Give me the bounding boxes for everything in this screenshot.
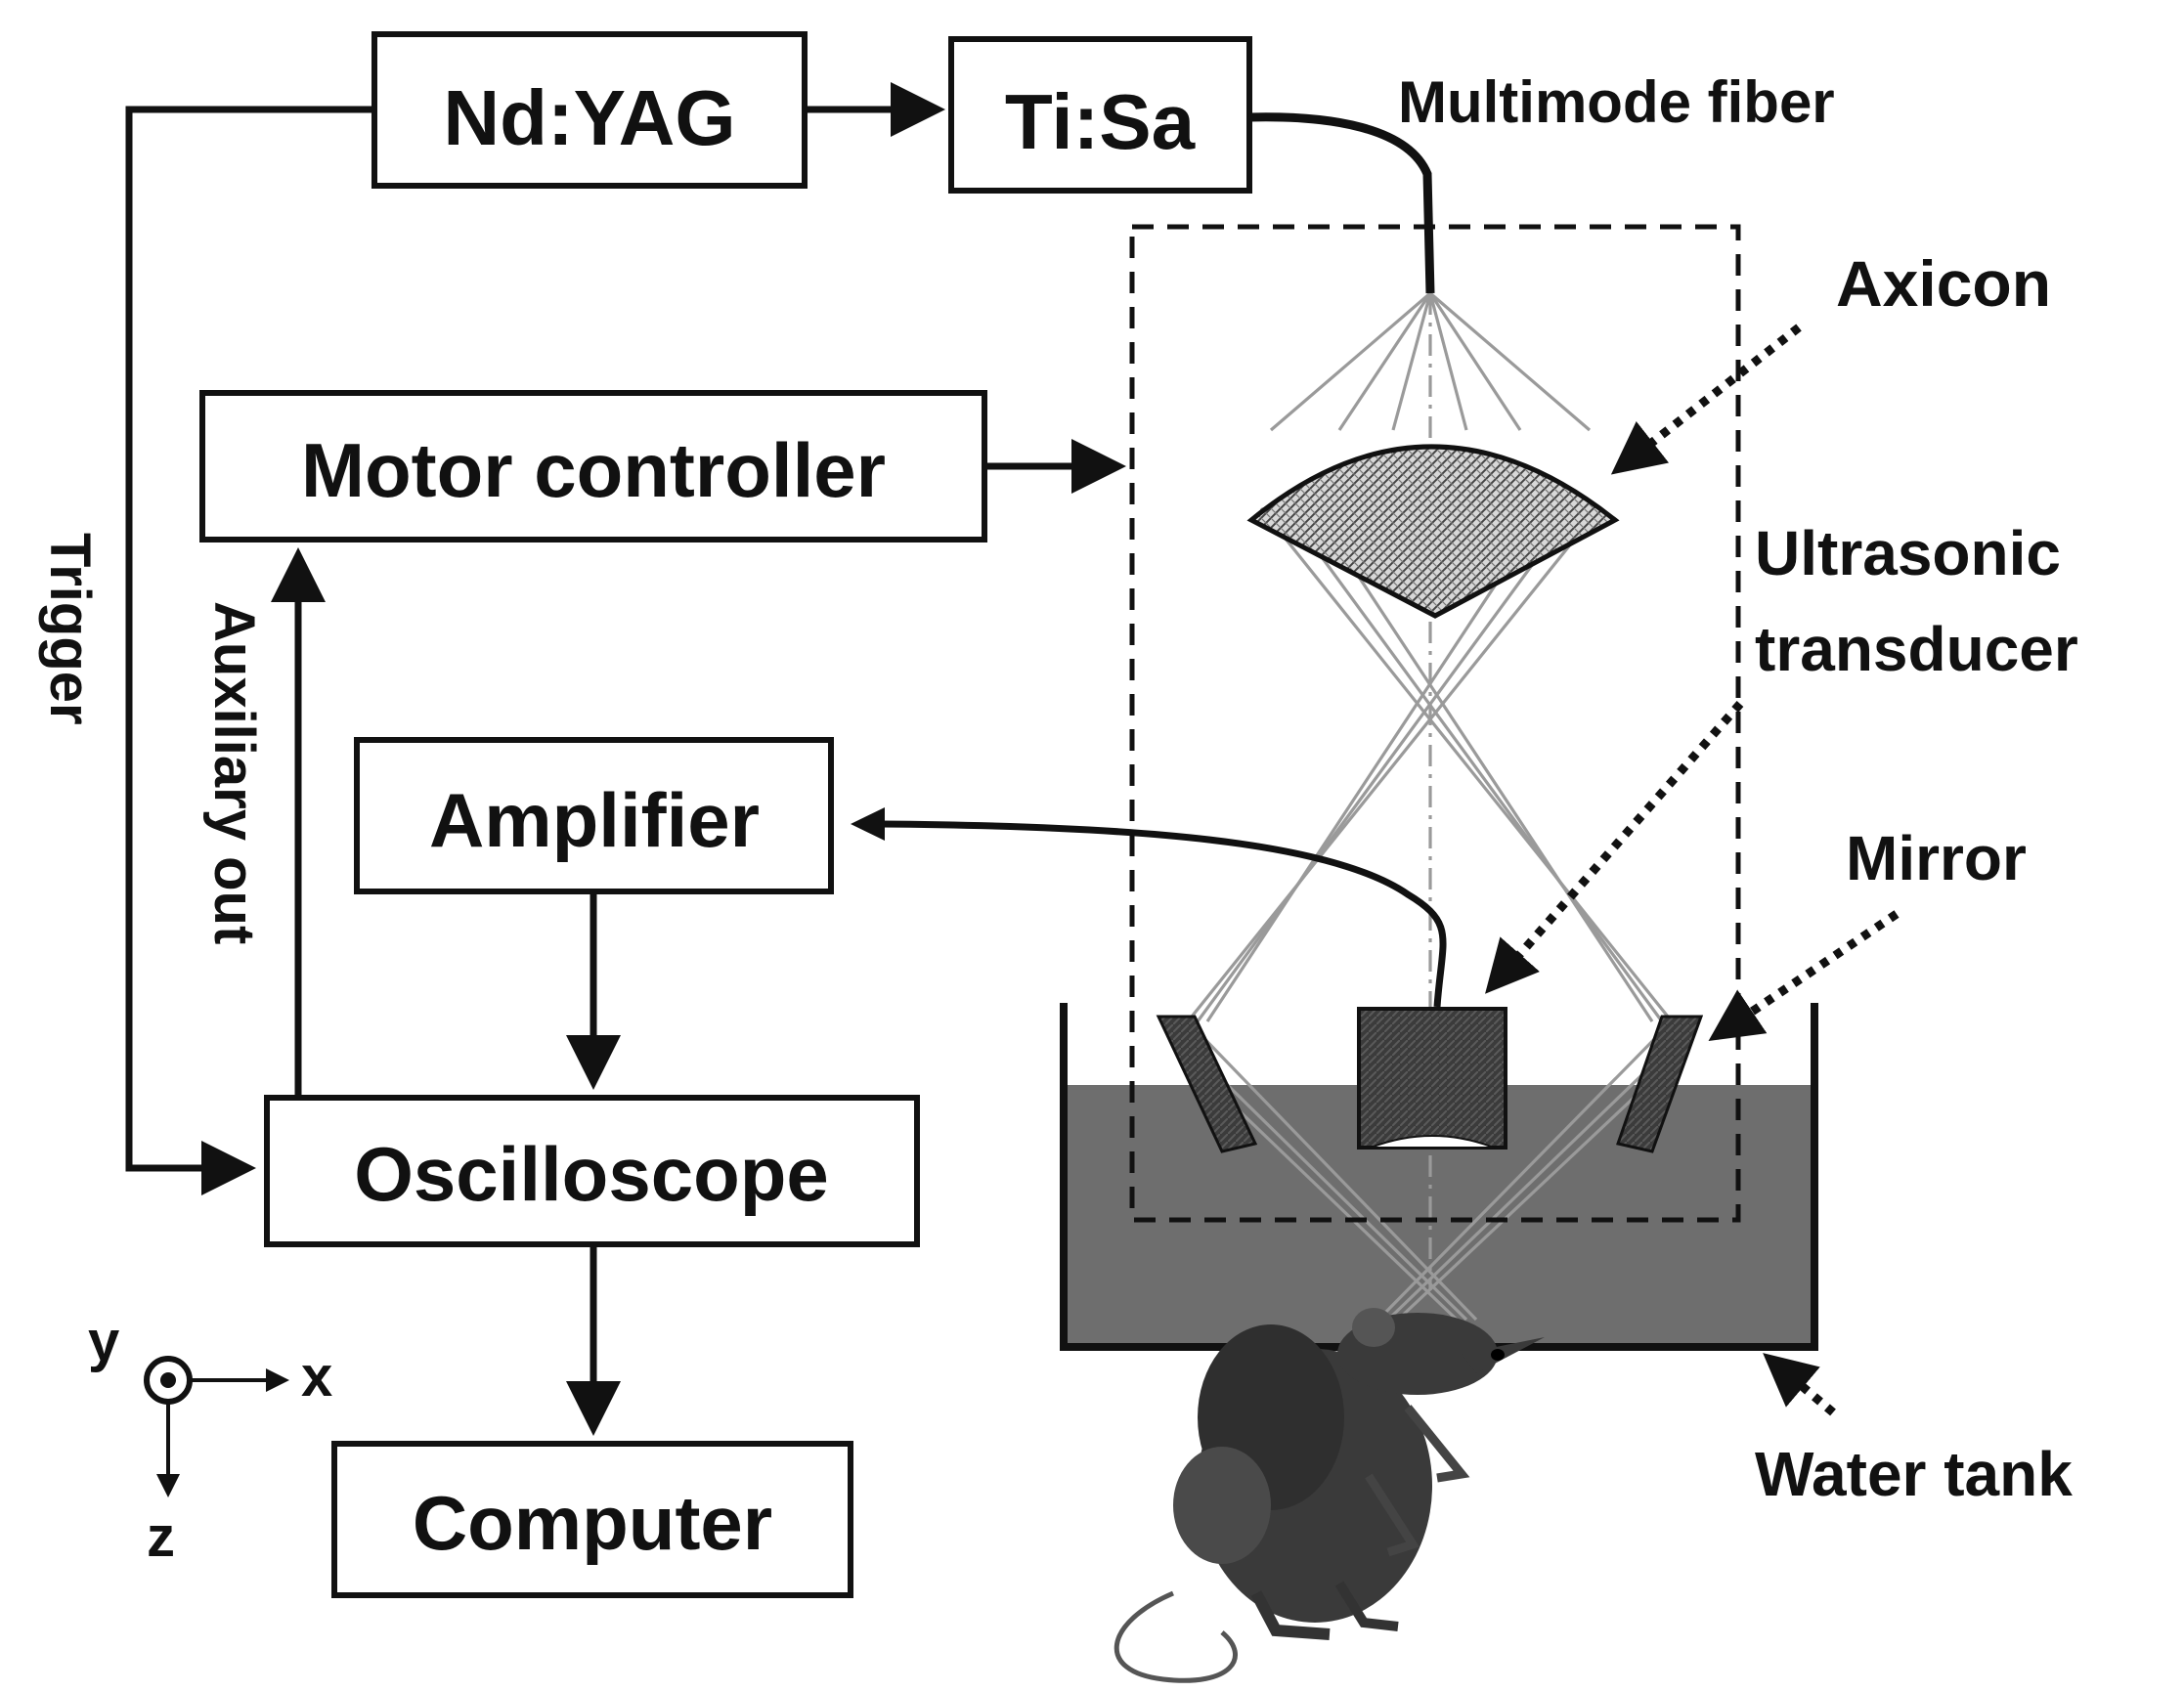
- coordinate-axes: y x z: [88, 1310, 332, 1569]
- multimode-fiber-label: Multimode fiber: [1398, 69, 1835, 135]
- transducer-to-amplifier-arrowhead: [851, 807, 885, 841]
- amplifier-box: [354, 737, 834, 894]
- mirror-label: Mirror: [1846, 823, 2027, 893]
- ndyag-label: Nd:YAG: [443, 74, 735, 161]
- trigger-line: [125, 106, 374, 1195]
- motor-controller-label: Motor controller: [301, 427, 886, 513]
- transducer-pointer: [1485, 701, 1744, 994]
- ultrasonic-label-line1: Ultrasonic: [1755, 518, 2061, 588]
- ultrasonic-label-line2: transducer: [1755, 614, 2078, 684]
- transducer-to-amplifier-cable: [879, 820, 1447, 1008]
- scanning-stage-enclosure: [1129, 224, 1741, 1223]
- ultrasonic-transducer: [1357, 1007, 1507, 1150]
- axicon-lens: [1246, 444, 1620, 619]
- water-tank-label: Water tank: [1755, 1439, 2073, 1509]
- axicon-label: Axicon: [1836, 247, 2051, 320]
- water-tank-pointer: [1763, 1353, 1836, 1416]
- mirror-left: [1156, 1015, 1258, 1153]
- auxiliary-out-label: Auxiliary out: [202, 601, 266, 944]
- computer-label: Computer: [413, 1480, 772, 1566]
- trigger-label: Trigger: [38, 533, 102, 725]
- amplifier-label: Amplifier: [429, 777, 760, 863]
- x-axis-label: x: [301, 1345, 332, 1409]
- multimode-fiber: [1248, 112, 1435, 294]
- mouse-image: [1114, 1308, 1545, 1683]
- tisa-label: Ti:Sa: [1005, 78, 1196, 165]
- mirror-right: [1616, 1015, 1704, 1153]
- computer-box: [331, 1441, 853, 1598]
- z-axis-label: z: [147, 1505, 175, 1569]
- oscilloscope-box: [264, 1095, 920, 1247]
- oscilloscope-label: Oscilloscope: [354, 1131, 829, 1217]
- mirror-pointer: [1708, 910, 1900, 1042]
- axicon-pointer: [1610, 324, 1802, 475]
- y-axis-label: y: [88, 1310, 119, 1373]
- motor-controller-box: [199, 390, 987, 542]
